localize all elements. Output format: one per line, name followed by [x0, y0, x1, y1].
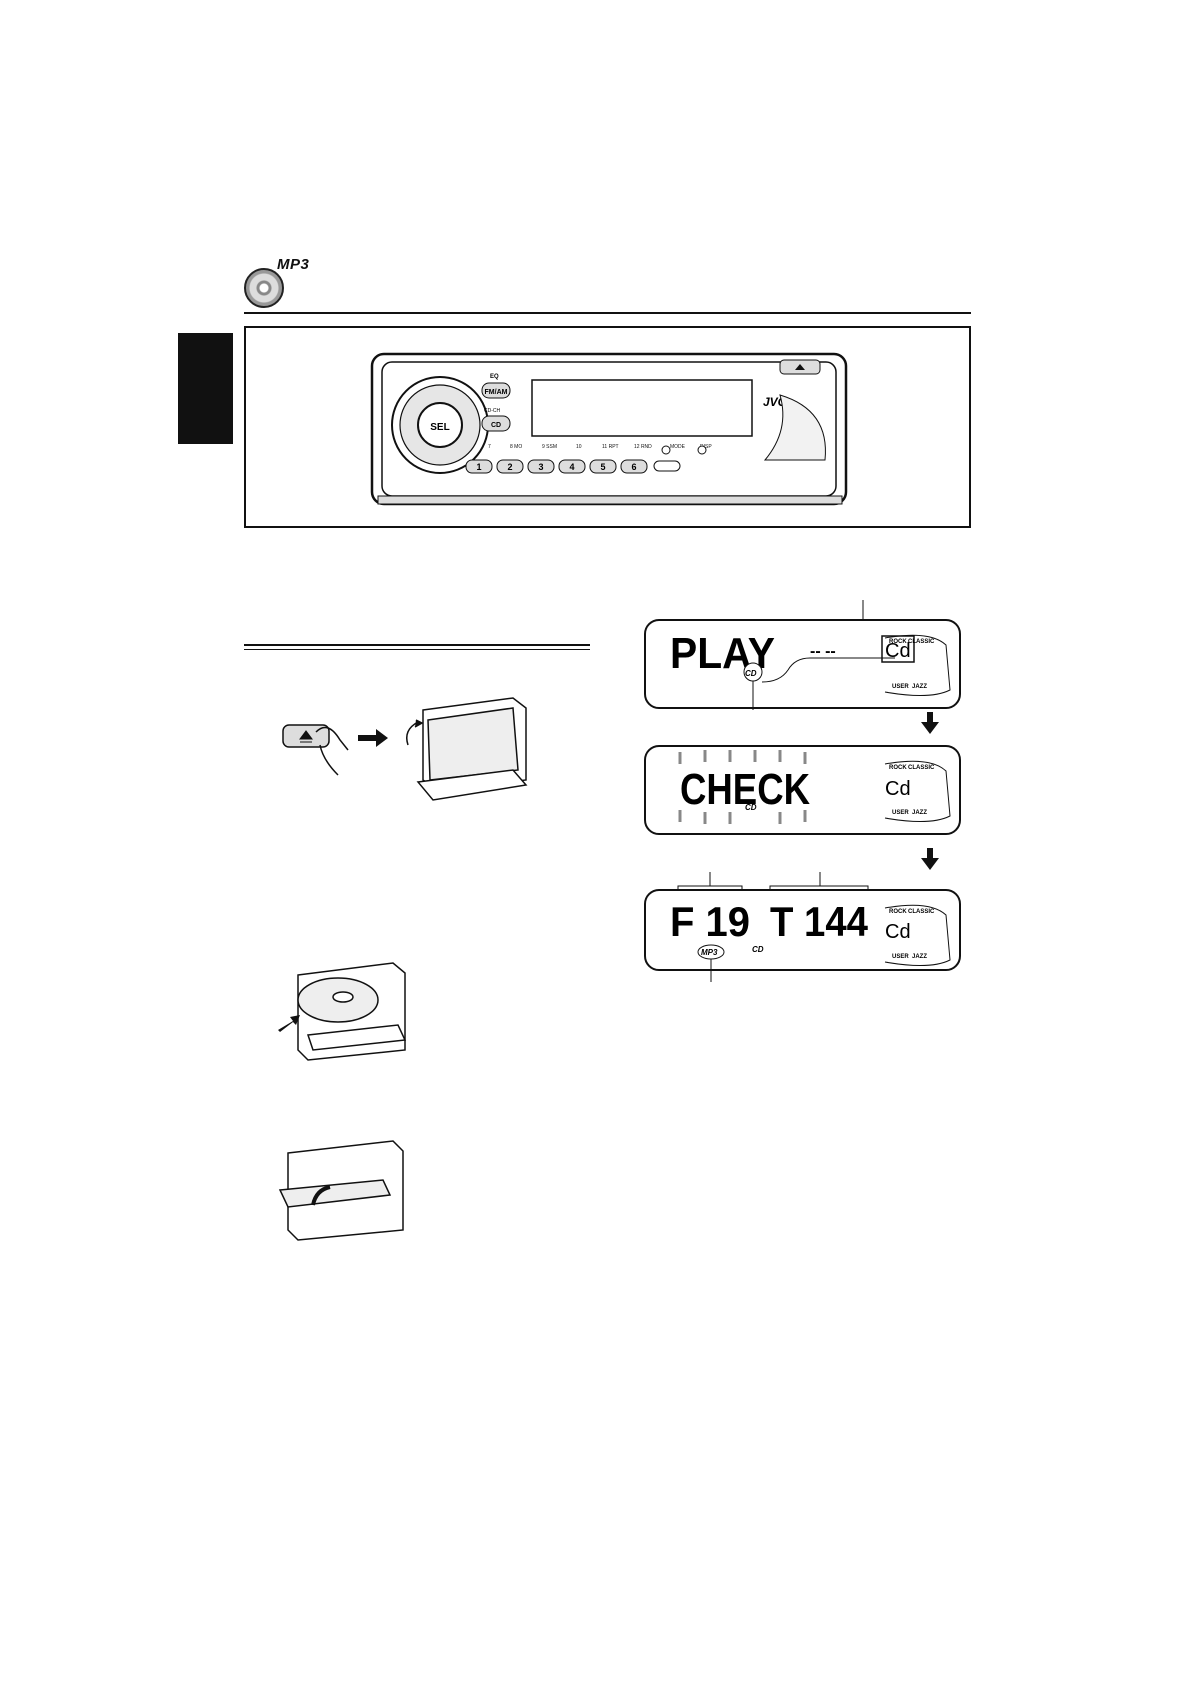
- arrow-right-icon: [358, 729, 388, 747]
- arrow-down-icon: [921, 712, 939, 734]
- preset-label-12: 12 RND: [634, 444, 652, 450]
- sel-button-label: SEL: [430, 422, 449, 433]
- eq-tag-jazz: JAZZ: [912, 810, 927, 816]
- display-window: [531, 379, 753, 437]
- panel-close-icon: [311, 1185, 331, 1206]
- step-open-panel-illustration: [282, 697, 528, 801]
- eq-tag-classic: CLASSIC: [908, 639, 935, 645]
- preset-button-2: 2: [507, 462, 512, 472]
- lcd-display-check: CHECK Cd CD ROCK CLASSIC USER JAZZ: [644, 745, 961, 835]
- mp3-logo-text: MP3: [277, 256, 310, 273]
- eject-icon: [299, 730, 313, 743]
- eq-tag-jazz: JAZZ: [912, 954, 927, 960]
- eq-tag-rock: ROCK: [889, 909, 907, 915]
- preset-label-11: 11 RPT: [602, 444, 619, 450]
- preset-label-9: 9 SSM: [542, 444, 557, 450]
- preset-buttons: 1 2 3 4 5 6: [465, 445, 707, 474]
- section-rule: [244, 644, 590, 646]
- preset-button-1: 1: [476, 462, 481, 472]
- receiver-front-panel: SEL FM/AM EQ CD-CH CD JVC 7 8 MO 9 SSM 1…: [370, 352, 848, 506]
- lcd-folder-text: F 19: [670, 898, 750, 945]
- cd-label: CD: [491, 422, 501, 429]
- mp3-indicator: MP3: [701, 948, 718, 957]
- section-rule-thin: [244, 649, 590, 650]
- preset-button-3: 3: [538, 462, 543, 472]
- mp3-logo: MP3: [244, 256, 334, 308]
- preset-button-4: 4: [569, 462, 574, 472]
- fmam-label: FM/AM: [485, 389, 508, 396]
- cd-indicator: CD: [752, 945, 764, 954]
- eq-tag-classic: CLASSIC: [908, 909, 935, 915]
- mp3-disc-icon: [244, 268, 284, 308]
- preset-button-6: 6: [631, 462, 636, 472]
- lcd-source-text: Cd: [885, 921, 911, 943]
- lcd-display-play: PLAY -- -- Cd CD ROCK CLASSIC USER JAZZ: [644, 600, 961, 710]
- eq-tag-user: USER: [892, 684, 909, 690]
- step-insert-disc-illustration: [278, 962, 407, 1061]
- step-close-panel-illustration: [278, 1140, 404, 1241]
- eq-tag-user: USER: [892, 810, 909, 816]
- preset-label-10: 10: [576, 444, 582, 450]
- cd-indicator: CD: [745, 803, 757, 812]
- arrow-down-icon: [921, 848, 939, 870]
- panel-open-drawing: [406, 697, 528, 801]
- preset-label-8: 8 MO: [510, 444, 522, 450]
- lcd-track-text: T 144: [770, 898, 869, 945]
- unit-illustration-box: [244, 326, 971, 528]
- eq-tag-user: USER: [892, 954, 909, 960]
- mode-label: MODE: [670, 444, 686, 450]
- svg-text:-- --: -- --: [810, 643, 836, 660]
- preset-button-5: 5: [600, 462, 605, 472]
- side-tab: [178, 333, 233, 444]
- cd-indicator: CD: [745, 669, 757, 678]
- preset-label-7: 7: [488, 444, 491, 450]
- eq-label: EQ: [490, 374, 499, 380]
- eq-tag-jazz: JAZZ: [912, 684, 927, 690]
- lcd-main-text: CHECK: [680, 765, 810, 814]
- lcd-source-text: Cd: [885, 640, 911, 662]
- eq-tag-rock: ROCK: [889, 765, 907, 771]
- eject-icon: [795, 364, 805, 370]
- lcd-source-text: Cd: [885, 778, 911, 800]
- disp-label: DISP: [700, 444, 712, 450]
- eq-tag-rock: ROCK: [889, 639, 907, 645]
- preset-labels: 7 8 MO 9 SSM 10 11 RPT 12 RND MODE DISP: [488, 444, 712, 450]
- top-rule: [244, 312, 971, 314]
- lcd-display-folder-track: F 19 T 144 Cd MP3 CD ROCK CLASSIC USER J…: [644, 872, 961, 982]
- cdch-label: CD-CH: [484, 408, 500, 414]
- eq-tag-classic: CLASSIC: [908, 765, 935, 771]
- finger-press-icon: [315, 726, 349, 776]
